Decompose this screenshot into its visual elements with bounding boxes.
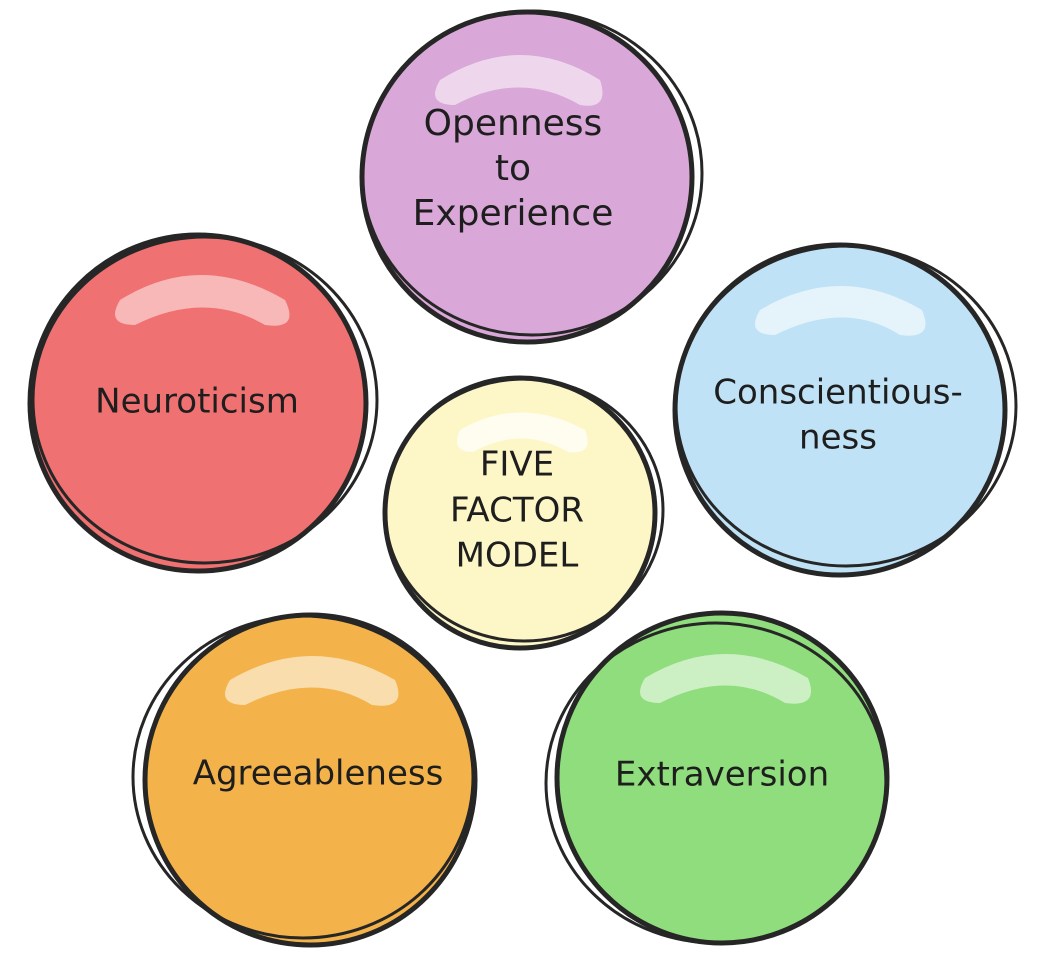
trait-bubble-neuroticism: Neuroticism: [27, 232, 379, 574]
bubble-outline-sketch: [674, 244, 1018, 568]
trait-label-line: ness: [799, 418, 877, 458]
bubble-outline-sketch: [544, 621, 888, 945]
bubble-outline: [27, 232, 369, 574]
trait-bubble-agreeableness: Agreeableness: [131, 612, 478, 948]
trait-bubble-extraversion: Extraversion: [544, 610, 890, 946]
trait-bubble-conscientiousness: Conscientious- ness: [672, 242, 1018, 578]
trait-label-line: Extraversion: [615, 755, 829, 795]
center-label-line: FIVE: [480, 445, 554, 485]
trait-label-line: Openness: [424, 103, 603, 144]
bubble-outline-sketch: [131, 614, 475, 940]
trait-label-line: Conscientious-: [713, 373, 963, 413]
trait-label-line: Agreeableness: [193, 754, 444, 794]
center-label-line: FACTOR: [450, 491, 584, 531]
bubble-outline-sketch: [360, 9, 704, 337]
trait-label-line: Experience: [413, 193, 614, 234]
trait-label-line: to: [495, 148, 531, 189]
trait-bubble-openness: Openness to Experience: [359, 9, 704, 345]
trait-label-line: Neuroticism: [95, 382, 299, 422]
center-bubble: FIVE FACTOR MODEL: [382, 375, 665, 651]
center-label-line: MODEL: [456, 536, 579, 576]
bubble-outline-sketch: [383, 377, 665, 643]
bubble-outline-sketch: [31, 235, 379, 565]
